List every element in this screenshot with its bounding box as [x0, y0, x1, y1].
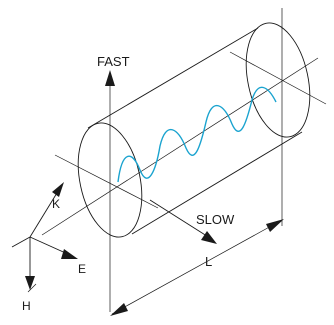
fast-axis-label: FAST: [97, 54, 130, 69]
slow-axis-line: [149, 199, 211, 239]
front-face-axis-1: [54, 154, 159, 209]
k-vector-arrowhead: [52, 182, 64, 197]
fast-axis-arrowhead: [105, 70, 115, 86]
front-face-ellipse: [77, 122, 143, 238]
h-vector-label: H: [22, 299, 31, 313]
h-vector-arrowhead: [25, 276, 35, 290]
e-vector-label: E: [78, 262, 86, 276]
cylinder-bottom-edge: [131, 131, 303, 235]
k-vector-label: K: [52, 197, 60, 211]
slow-axis-arrowhead: [201, 231, 217, 244]
length-label: L: [205, 254, 212, 269]
length-arrowhead-right: [266, 219, 284, 232]
back-face-axis-1: [229, 51, 327, 105]
slow-axis-label: SLOW: [196, 212, 235, 227]
back-face-ellipse: [245, 22, 311, 138]
length-dimension-line: [111, 219, 283, 315]
length-arrowhead-left: [110, 303, 128, 316]
k-vector-line: [29, 187, 61, 238]
field-origin-line: [11, 236, 31, 248]
cylinder-top-edge: [87, 27, 259, 129]
h-vector-tick: [27, 283, 37, 293]
optical-axis: [41, 57, 319, 236]
light-wave: [117, 86, 277, 183]
e-vector-arrowhead: [61, 249, 78, 259]
